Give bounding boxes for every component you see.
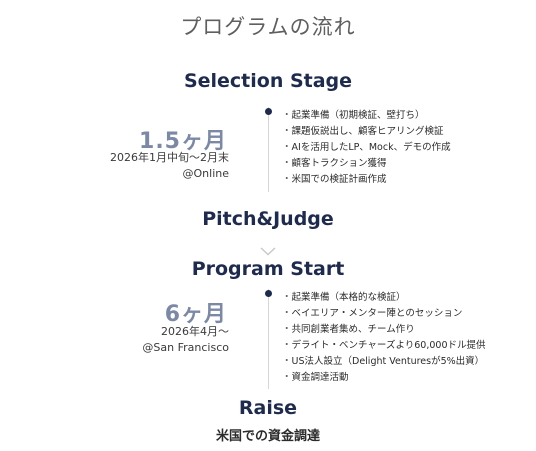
list-item: ベイエリア・メンター陣とのセッション <box>282 306 486 322</box>
selection-period-date: 2026年1月中旬〜2月末 <box>110 151 229 164</box>
pitch-judge-title: Pitch&Judge <box>202 208 334 230</box>
page-title: プログラムの流れ <box>180 15 356 39</box>
selection-duration: 1.5ヶ月 <box>139 129 227 154</box>
selection-task-list: 起業準備（初期検証、壁打ち） 課題仮説出し、顧客ヒアリング検証 AIを活用したL… <box>282 108 451 188</box>
selection-stage-title: Selection Stage <box>183 70 353 92</box>
list-item: 共同創業者集め、チーム作り <box>282 322 486 338</box>
program-period-date: 2026年4月〜 <box>161 325 229 338</box>
list-item: 資金調達活動 <box>282 370 486 386</box>
list-item: 起業準備（本格的な検証） <box>282 290 486 306</box>
program-period-location: @San Francisco <box>142 341 229 354</box>
list-item: 起業準備（初期検証、壁打ち） <box>282 108 451 124</box>
program-start-title: Program Start <box>191 258 345 280</box>
selection-timeline-dot <box>265 108 272 115</box>
list-item: AIを活用したLP、Mock、デモの作成 <box>282 140 451 156</box>
selection-timeline-line <box>268 107 269 192</box>
program-timeline-line <box>268 289 269 389</box>
list-item: US法人設立（Delight Venturesが5%出資） <box>282 354 486 370</box>
chevron-down-icon <box>0 241 536 260</box>
raise-subtitle: 米国での資金調達 <box>215 429 320 444</box>
selection-period-location: @Online <box>182 167 229 180</box>
list-item: デライト・ベンチャーズより60,000ドル提供 <box>282 338 486 354</box>
raise-title: Raise <box>238 397 298 419</box>
program-timeline-dot <box>265 290 272 297</box>
program-duration: 6ヶ月 <box>164 302 227 327</box>
list-item: 顧客トラクション獲得 <box>282 156 451 172</box>
list-item: 米国での検証計画作成 <box>282 172 451 188</box>
list-item: 課題仮説出し、顧客ヒアリング検証 <box>282 124 451 140</box>
program-task-list: 起業準備（本格的な検証） ベイエリア・メンター陣とのセッション 共同創業者集め、… <box>282 290 486 386</box>
